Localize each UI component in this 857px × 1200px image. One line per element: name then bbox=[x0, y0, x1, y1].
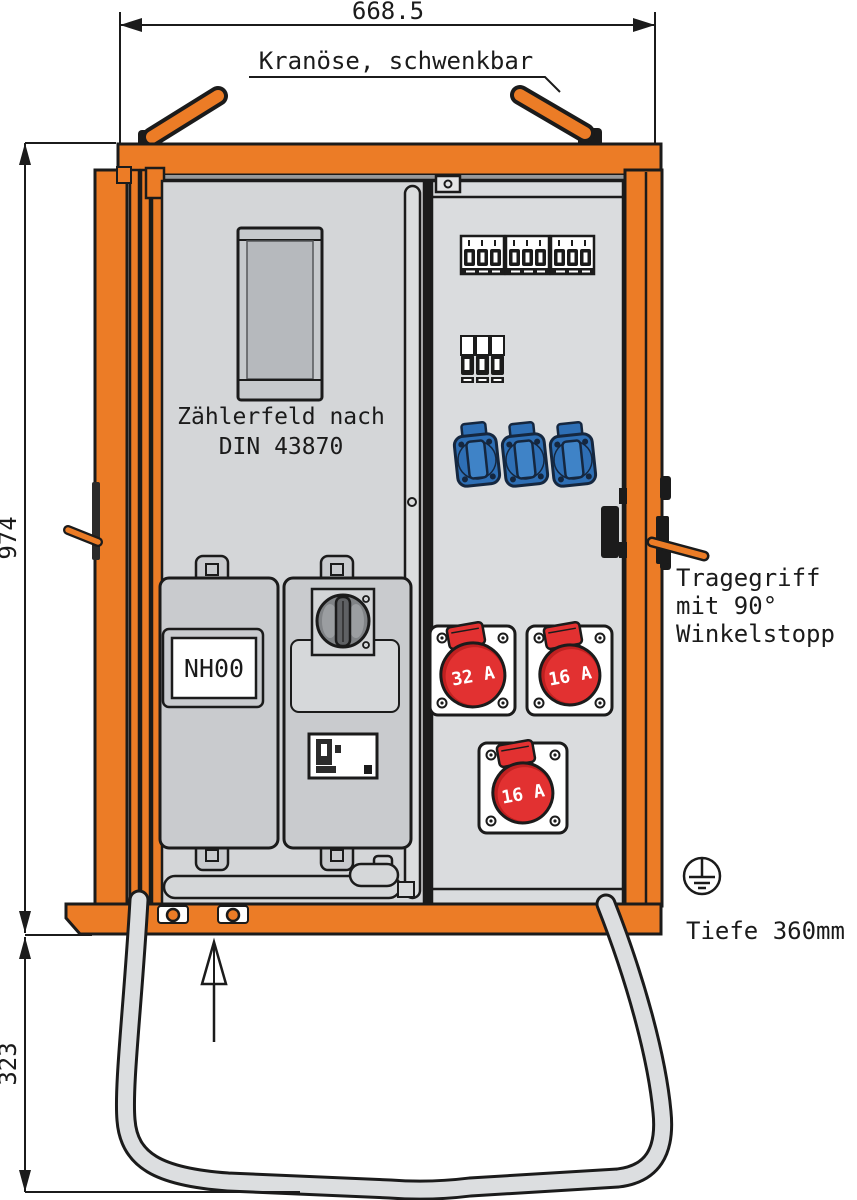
base-height-dimension: 323 bbox=[0, 937, 300, 1193]
inspection-window bbox=[307, 732, 379, 780]
rotary-switch bbox=[310, 587, 376, 657]
module-cover-switch bbox=[282, 576, 413, 850]
meter-window bbox=[236, 226, 324, 402]
cabinet-roof bbox=[116, 142, 663, 182]
base-plate bbox=[64, 902, 663, 936]
height-dimension-label: 974 bbox=[0, 516, 22, 559]
door-latch bbox=[601, 506, 619, 558]
cee-socket-16a-bottom: 16 A bbox=[477, 738, 569, 835]
crane-eye-right bbox=[510, 85, 602, 148]
schuko-socket-1 bbox=[452, 420, 502, 488]
depth-label: Tiefe 360mm bbox=[686, 917, 845, 945]
meter-label: Zählerfeld nach DIN 43870 bbox=[177, 404, 385, 460]
stand-frame bbox=[114, 889, 674, 1200]
width-dimension: 668.5 bbox=[119, 0, 656, 145]
base-dimension-label: 323 bbox=[0, 1042, 22, 1085]
crane-eye-left bbox=[138, 86, 228, 148]
direction-arrow bbox=[200, 937, 228, 1042]
mcb-block-1 bbox=[459, 234, 506, 276]
module-cover-nh00: NH00 bbox=[158, 576, 280, 850]
mcb-single bbox=[460, 335, 505, 383]
handle-label-line1: Tragegriff bbox=[676, 564, 821, 592]
meter-label-line1: Zählerfeld nach bbox=[177, 404, 385, 430]
handle-annotation: Tragegriff mit 90° Winkelstopp bbox=[676, 564, 835, 648]
side-handle-left bbox=[63, 525, 103, 547]
meter-label-line2: DIN 43870 bbox=[219, 434, 344, 460]
crane-label: Kranöse, schwenkbar bbox=[249, 47, 561, 93]
cee-socket-32a: 32 A bbox=[428, 620, 517, 717]
earth-symbol bbox=[682, 856, 722, 896]
left-door-stack bbox=[92, 166, 166, 908]
width-dimension-label: 668.5 bbox=[352, 0, 424, 25]
mcb-row bbox=[459, 234, 596, 276]
fuse-label: NH00 bbox=[184, 654, 244, 683]
mcb-block-2 bbox=[504, 234, 551, 276]
crane-label-text: Kranöse, schwenkbar bbox=[259, 47, 534, 75]
cee-socket-16a-right: 16 A bbox=[525, 620, 614, 717]
handle-label-line3: Winkelstopp bbox=[676, 620, 835, 648]
schuko-socket-2 bbox=[500, 420, 550, 488]
mcb-block-3 bbox=[549, 234, 596, 276]
side-handle-right bbox=[646, 516, 710, 564]
schuko-socket-3 bbox=[548, 420, 598, 488]
height-dimension: 974 bbox=[0, 142, 116, 936]
handle-label-line2: mit 90° bbox=[676, 592, 777, 620]
